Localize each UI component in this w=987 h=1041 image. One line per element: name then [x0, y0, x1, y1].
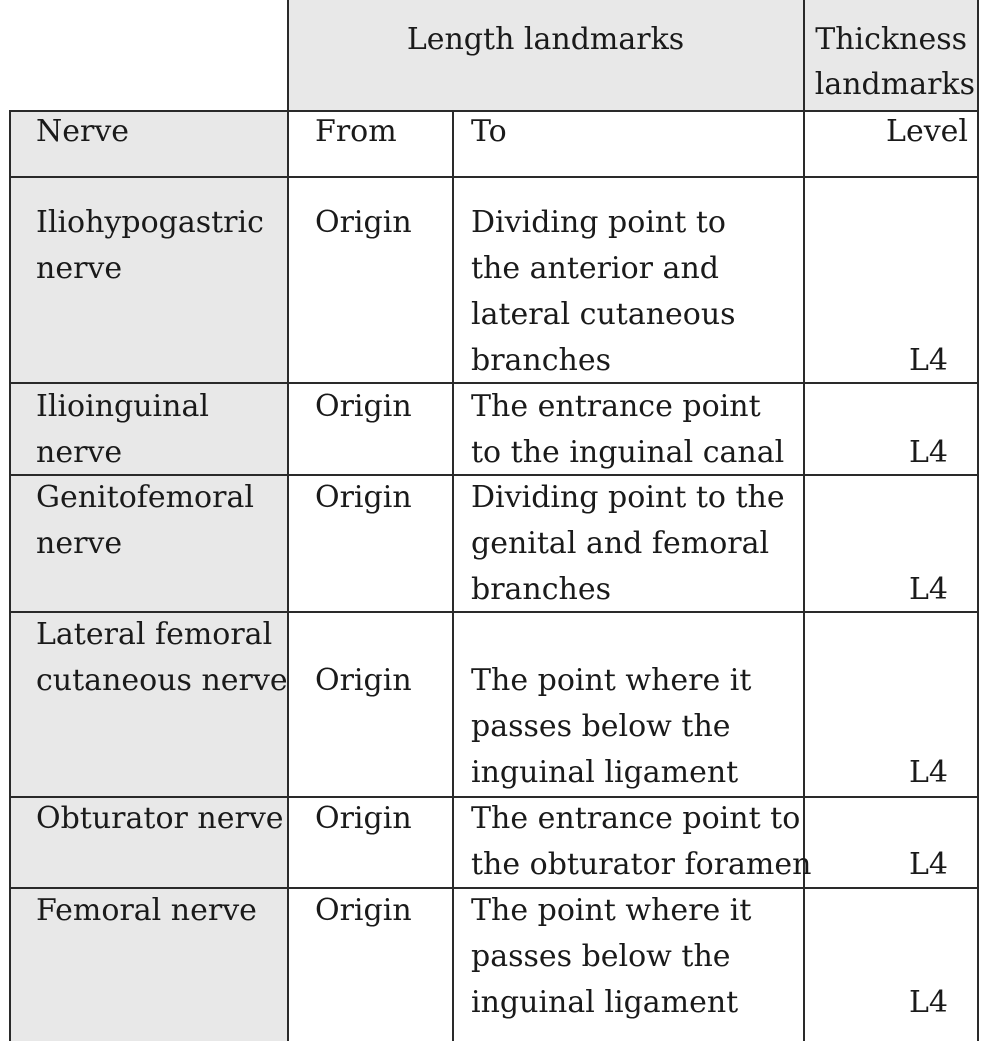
- nerve-name-line: nerve: [36, 526, 123, 561]
- to-cell-line: The point where it: [471, 893, 752, 928]
- grid-line-v-nerve: [287, 0, 289, 1041]
- to-cell-line: inguinal ligament: [471, 755, 739, 790]
- group-header-thickness-line1: Thickness: [815, 22, 967, 57]
- nerve-name-line: Femoral nerve: [36, 893, 257, 928]
- to-cell-line: Dividing point to: [471, 205, 726, 240]
- nerve-name-line: Ilioinguinal: [36, 389, 209, 424]
- to-cell-line: passes below the: [471, 709, 731, 744]
- grid-line-v-right: [977, 0, 979, 1041]
- grid-line-h-row4: [9, 796, 979, 798]
- nerve-column-shade: [10, 111, 288, 1041]
- grid-line-h-group-bottom: [9, 110, 979, 112]
- grid-line-h-row1: [9, 382, 979, 384]
- to-cell-line: The point where it: [471, 663, 752, 698]
- grid-line-v-left-body: [9, 110, 11, 1041]
- level-cell: L4: [908, 847, 948, 882]
- level-cell: L4: [908, 343, 948, 378]
- column-header-level: Level: [886, 114, 968, 149]
- to-cell-line: Dividing point to the: [471, 480, 785, 515]
- to-cell-line: branches: [471, 343, 612, 378]
- to-cell-line: passes below the: [471, 939, 731, 974]
- nerve-name-line: Iliohypogastric: [36, 205, 264, 240]
- to-cell-line: to the inguinal canal: [471, 435, 785, 470]
- to-cell-line: lateral cutaneous: [471, 297, 736, 332]
- to-cell-line: genital and femoral: [471, 526, 770, 561]
- level-cell: L4: [908, 755, 948, 790]
- grid-line-h-header-bottom: [9, 176, 979, 178]
- from-cell: Origin: [315, 801, 412, 836]
- from-cell: Origin: [315, 893, 412, 928]
- nerve-name-line: cutaneous nerve: [36, 663, 288, 698]
- grid-line-v-from: [452, 110, 454, 1041]
- column-header-to: To: [471, 114, 507, 149]
- nerve-name-line: Obturator nerve: [36, 801, 284, 836]
- grid-line-h-row2: [9, 474, 979, 476]
- group-header-thickness-line2: landmarks: [814, 67, 975, 102]
- from-cell: Origin: [315, 205, 412, 240]
- nerve-name-line: nerve: [36, 251, 123, 286]
- grid-line-h-row3: [9, 611, 979, 613]
- to-cell-line: The entrance point to: [471, 801, 801, 836]
- nerve-name-line: Genitofemoral: [36, 480, 254, 515]
- level-cell: L4: [908, 572, 948, 607]
- grid-line-h-row5: [9, 887, 979, 889]
- level-cell: L4: [908, 435, 948, 470]
- to-cell-line: the obturator foramen: [471, 847, 812, 882]
- level-cell: L4: [908, 985, 948, 1020]
- to-cell-line: inguinal ligament: [471, 985, 739, 1020]
- to-cell-line: The entrance point: [471, 389, 761, 424]
- column-header-from: From: [315, 114, 397, 149]
- to-cell-line: the anterior and: [471, 251, 719, 286]
- from-cell: Origin: [315, 480, 412, 515]
- from-cell: Origin: [315, 663, 412, 698]
- column-header-nerve: Nerve: [36, 114, 130, 149]
- from-cell: Origin: [315, 389, 412, 424]
- group-header-length: Length landmarks: [406, 22, 685, 57]
- nerve-name-line: nerve: [36, 435, 123, 470]
- group-header-shade: [288, 0, 978, 111]
- grid-line-v-to: [803, 0, 805, 1041]
- to-cell-line: branches: [471, 572, 612, 607]
- nerve-name-line: Lateral femoral: [36, 617, 273, 652]
